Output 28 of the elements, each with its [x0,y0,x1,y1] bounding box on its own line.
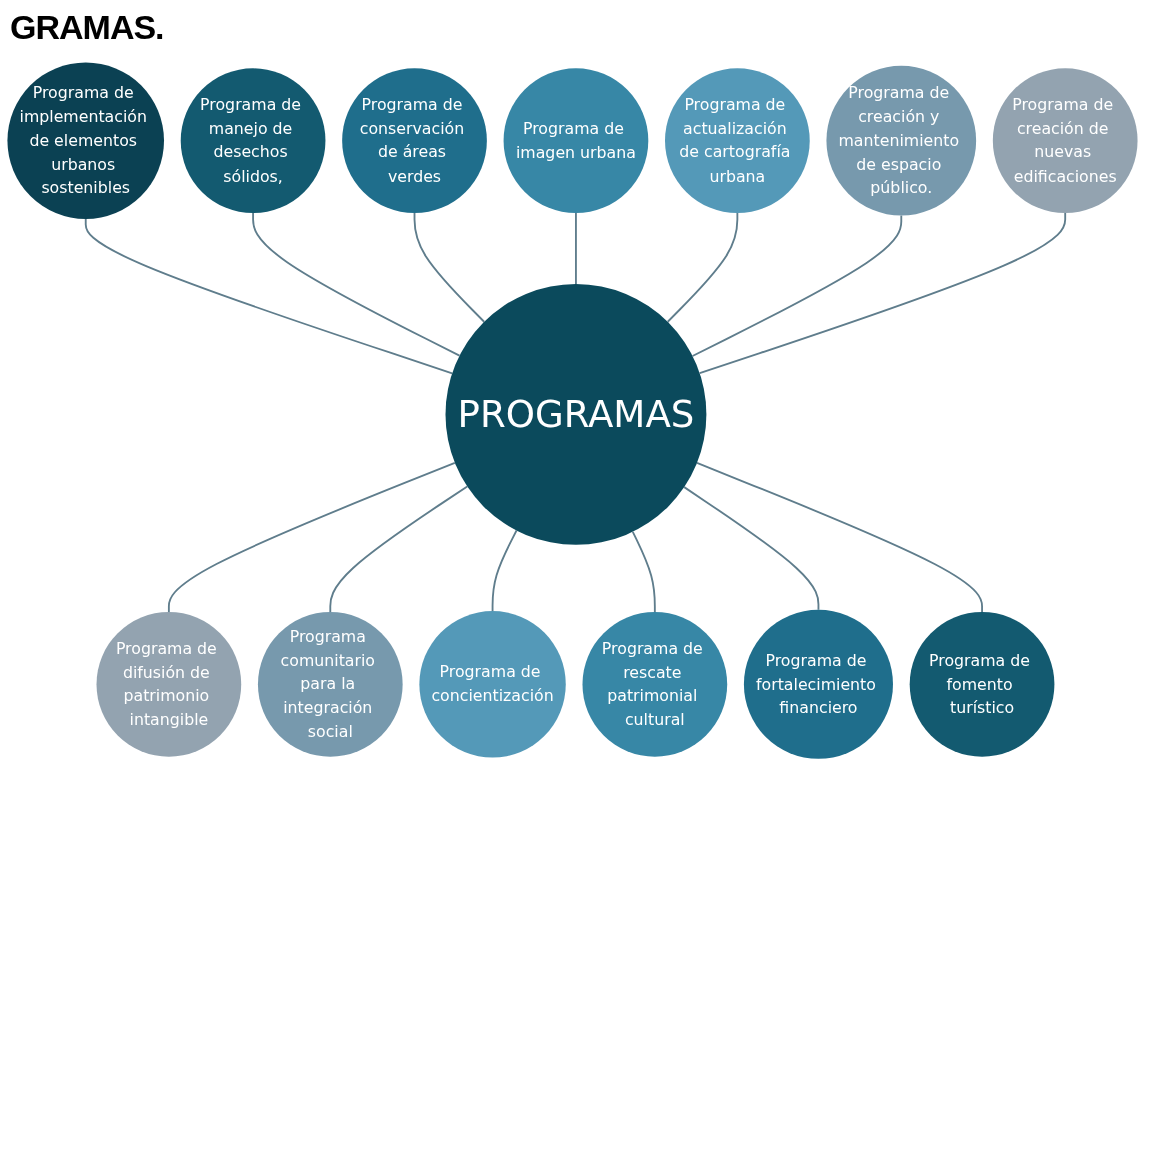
node-circle: Programa de actualización de cartografía urbana [665,68,810,214]
connector [575,212,577,285]
connector [84,218,454,375]
node-circle: Programa de creación de nuevas edificaciones [992,68,1138,214]
node-circle: Programa de implementación de elementos urbanos sostenibles [7,62,164,219]
connector [666,212,739,323]
connector [491,529,518,613]
page-heading: GRAMAS. [10,8,165,47]
connector [698,212,1067,375]
node-circle: Programa comunitario para la integración social [257,611,403,757]
node-circle: Programa de fortalecimiento financiero [743,609,893,759]
connector [413,212,486,323]
node-circle: Programa de conservación de áreas verdes [342,68,487,214]
node-circle: PROGRAMAS [445,283,707,545]
node-circle: Programa de concientización [419,611,566,758]
node-circle: Programa de manejo de desechos sólidos, [180,68,326,214]
connector [696,462,983,613]
node-circle: Programa de fomento turístico [909,611,1055,757]
node-circle: Programa de creación y mantenimiento de espacio público. [826,65,977,216]
connector [252,212,461,357]
node-circle: Programa de imagen urbana [503,68,649,214]
connector [691,214,903,357]
connector [167,461,456,613]
connector [683,486,820,611]
connector [329,485,469,613]
connector [631,530,656,613]
node-circle: Programa de difusión de patrimonio intangible [96,611,242,757]
node-circle: Programa de rescate patrimonial cultural [582,611,728,757]
